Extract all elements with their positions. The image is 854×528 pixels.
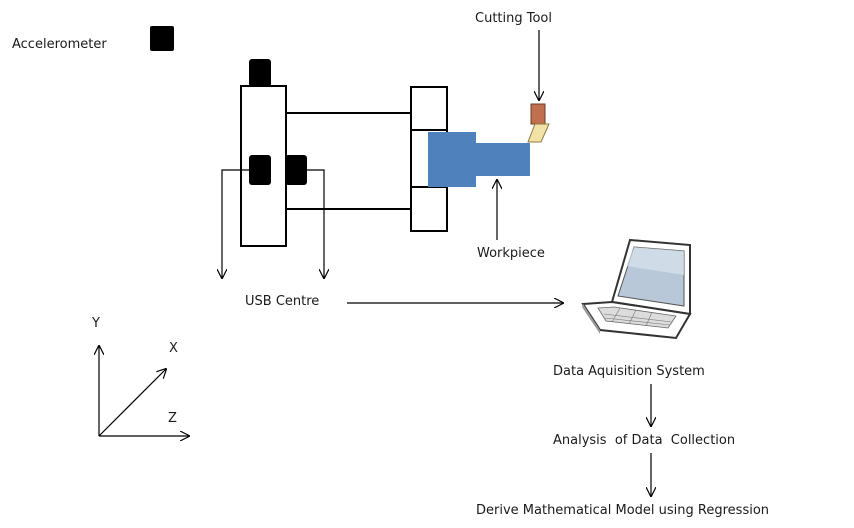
usb-centre-label: USB Centre xyxy=(245,294,320,309)
x-axis-arrow xyxy=(98,369,166,437)
accelerometer-top xyxy=(249,59,271,87)
tool-holder xyxy=(530,103,546,125)
accelerometer-legend-icon xyxy=(150,26,174,51)
accelerometer-left xyxy=(249,155,271,185)
cable-left xyxy=(222,169,249,278)
workpiece-small xyxy=(474,143,530,176)
laptop-icon xyxy=(581,238,692,340)
tool-insert xyxy=(527,123,550,143)
data-acquisition-label: Data Aquisition System xyxy=(553,364,705,379)
z-axis-label: Z xyxy=(168,411,177,426)
cable-right xyxy=(307,169,324,278)
workpiece-large xyxy=(428,132,476,187)
accelerometer-label: Accelerometer xyxy=(12,37,107,52)
regression-model-label: Derive Mathematical Model using Regressi… xyxy=(476,503,770,518)
accelerometer-right xyxy=(285,155,307,185)
x-axis-label: X xyxy=(169,341,178,356)
y-axis-label: Y xyxy=(92,316,100,331)
workpiece-label: Workpiece xyxy=(477,246,545,261)
cutting-tool-label: Cutting Tool xyxy=(475,11,552,26)
analysis-label: Analysis of Data Collection xyxy=(553,433,736,448)
